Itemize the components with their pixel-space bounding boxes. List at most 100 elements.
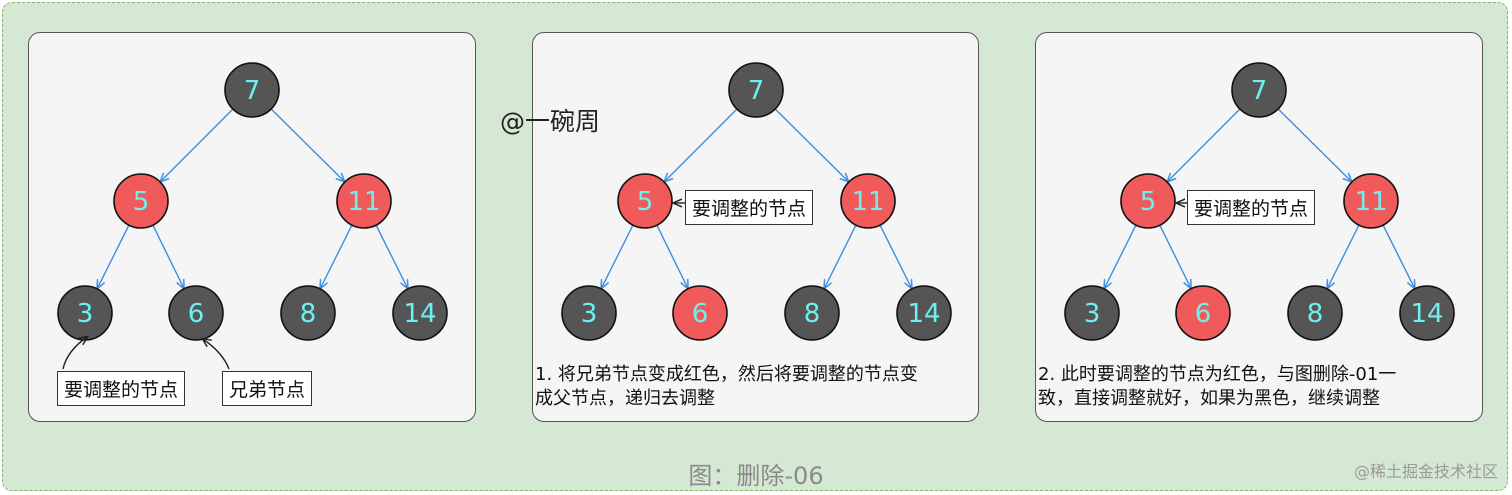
tree-node-14: 14 bbox=[392, 285, 448, 341]
tree-edge bbox=[1158, 223, 1191, 287]
node-circle bbox=[336, 173, 392, 229]
tree-1: 7 5 11 3 6 8 14 bbox=[57, 62, 448, 370]
node-label: 8 bbox=[804, 299, 821, 329]
node-circle bbox=[784, 285, 840, 341]
node-label: 5 bbox=[637, 187, 654, 217]
node-label: 6 bbox=[692, 299, 709, 329]
tree-node-14: 14 bbox=[1399, 285, 1455, 341]
node-circle bbox=[392, 285, 448, 341]
annotation-adjust-node: 要调整的节点 bbox=[57, 371, 186, 406]
node-label: 11 bbox=[1354, 187, 1387, 217]
tree-edge bbox=[773, 107, 848, 182]
tree-node-11: 11 bbox=[840, 173, 896, 229]
tree-edge bbox=[1276, 107, 1351, 182]
step-description-line: 2. 此时要调整的节点为红色，与图删除-01一 bbox=[1038, 364, 1397, 385]
site-watermark: @稀土掘金技术社区 bbox=[1353, 462, 1498, 481]
tree-node-7: 7 bbox=[224, 62, 280, 118]
tree-node-8: 8 bbox=[280, 285, 336, 341]
tree-node-5: 5 bbox=[113, 173, 169, 229]
node-label: 7 bbox=[244, 76, 261, 106]
node-label: 14 bbox=[907, 299, 940, 329]
tree-node-11: 11 bbox=[1343, 173, 1399, 229]
tree-node-5: 5 bbox=[617, 173, 673, 229]
step-description-line: 致，直接调整就好，如果为黑色，继续调整 bbox=[1038, 388, 1380, 409]
tree-node-8: 8 bbox=[1287, 285, 1343, 341]
node-label: 8 bbox=[1307, 299, 1324, 329]
node-circle bbox=[224, 62, 280, 118]
node-label: 11 bbox=[851, 187, 884, 217]
step-description-1: 1. 将兄弟节点变成红色，然后将要调整的节点变 成父节点，递归去调整 bbox=[535, 363, 918, 411]
node-circle bbox=[1343, 173, 1399, 229]
tree-edge bbox=[98, 223, 131, 288]
node-label: 8 bbox=[300, 299, 317, 329]
tree-edge bbox=[665, 107, 739, 182]
step-description-line: 成父节点，递归去调整 bbox=[535, 388, 715, 409]
node-label: 7 bbox=[1251, 76, 1268, 106]
node-label: 14 bbox=[403, 299, 436, 329]
node-circle bbox=[1175, 285, 1231, 341]
tree-edge bbox=[1328, 223, 1361, 288]
node-label: 6 bbox=[188, 299, 205, 329]
tree-edge bbox=[321, 223, 354, 288]
annotation-adjust-node: 要调整的节点 bbox=[1187, 190, 1316, 225]
tree-edge bbox=[825, 223, 858, 288]
node-label: 5 bbox=[1140, 187, 1157, 217]
node-circle bbox=[672, 285, 728, 341]
step-description-line: 1. 将兄弟节点变成红色，然后将要调整的节点变 bbox=[535, 364, 918, 385]
tree-edge bbox=[269, 107, 344, 182]
tree-panel-1: 7 5 11 3 6 8 14 要调整的节点 兄弟节点 bbox=[28, 32, 476, 422]
node-label: 7 bbox=[748, 76, 765, 106]
tree-node-6: 6 bbox=[1175, 285, 1231, 341]
node-circle bbox=[896, 285, 952, 341]
author-watermark: @一碗周 bbox=[500, 107, 601, 136]
tree-edge bbox=[161, 107, 235, 182]
tree-edge bbox=[1168, 107, 1242, 182]
tree-panel-3: 7 5 11 3 6 8 14 要调整的节点 2. 此时要调整的节点为红色，与图删除-01一… bbox=[1035, 32, 1483, 422]
annotation-arrow bbox=[62, 337, 87, 370]
tree-node-5: 5 bbox=[1120, 173, 1176, 229]
node-circle bbox=[728, 62, 784, 118]
node-circle bbox=[561, 285, 617, 341]
tree-edge bbox=[374, 223, 407, 288]
node-circle bbox=[1399, 285, 1455, 341]
node-circle bbox=[168, 285, 224, 341]
tree-node-7: 7 bbox=[728, 62, 784, 118]
node-circle bbox=[1064, 285, 1120, 341]
annotation-sibling-node: 兄弟节点 bbox=[222, 371, 313, 406]
tree-node-8: 8 bbox=[784, 285, 840, 341]
node-circle bbox=[280, 285, 336, 341]
step-description-2: 2. 此时要调整的节点为红色，与图删除-01一 致，直接调整就好，如果为黑色，继… bbox=[1038, 363, 1396, 411]
node-label: 11 bbox=[347, 187, 380, 217]
tree-node-3: 3 bbox=[1064, 285, 1120, 341]
figure-caption: 图：删除-06 bbox=[688, 462, 824, 490]
tree-node-11: 11 bbox=[336, 173, 392, 229]
node-circle bbox=[840, 173, 896, 229]
node-circle bbox=[113, 173, 169, 229]
tree-edge bbox=[878, 223, 911, 288]
tree-3: 7 5 11 3 6 8 14 bbox=[1064, 62, 1455, 341]
tree-node-6: 6 bbox=[672, 285, 728, 341]
node-circle bbox=[1287, 285, 1343, 341]
tree-node-3: 3 bbox=[57, 285, 113, 341]
tree-2: 7 5 11 3 6 8 14 bbox=[561, 62, 952, 341]
tree-node-6: 6 bbox=[168, 285, 224, 341]
annotation-adjust-node: 要调整的节点 bbox=[685, 190, 814, 225]
tree-edge bbox=[1105, 223, 1138, 288]
node-label: 3 bbox=[1084, 299, 1101, 329]
node-circle bbox=[1231, 62, 1287, 118]
tree-edge bbox=[602, 223, 635, 288]
node-label: 3 bbox=[77, 299, 94, 329]
node-label: 3 bbox=[581, 299, 598, 329]
node-label: 6 bbox=[1195, 299, 1212, 329]
node-label: 5 bbox=[133, 187, 150, 217]
tree-panel-2: 7 5 11 3 6 8 14 要调整的节点 1. 将兄弟节点变成红色，然后将要调整的节点变… bbox=[532, 32, 979, 422]
node-label: 14 bbox=[1410, 299, 1443, 329]
tree-node-3: 3 bbox=[561, 285, 617, 341]
annotation-arrow bbox=[203, 339, 230, 370]
tree-edge bbox=[151, 223, 184, 287]
tree-node-7: 7 bbox=[1231, 62, 1287, 118]
tree-node-14: 14 bbox=[896, 285, 952, 341]
tree-edge bbox=[1381, 223, 1414, 288]
tree-edge bbox=[655, 223, 688, 287]
